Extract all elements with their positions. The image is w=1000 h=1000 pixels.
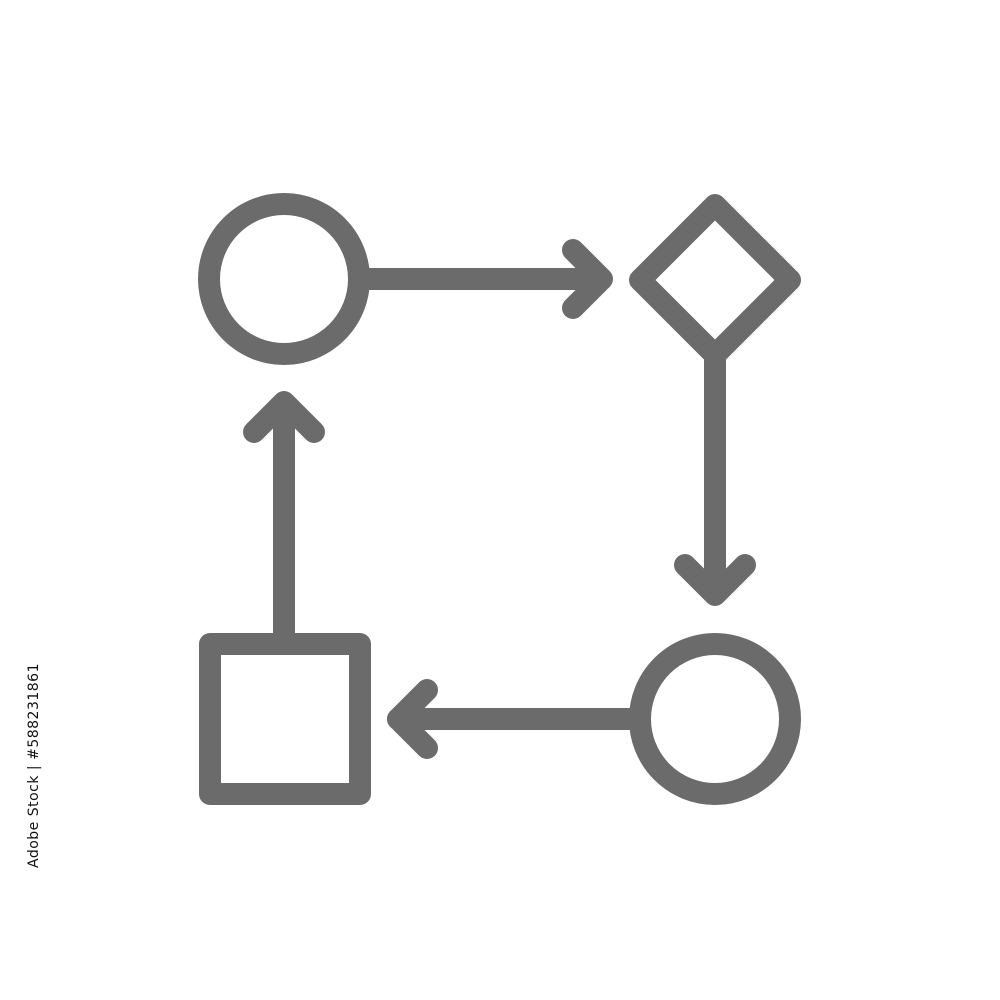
- arrow-process-to-start: [243, 391, 325, 655]
- stock-id-label: Adobe Stock | #588231861: [26, 663, 42, 868]
- arrow-end-to-process: [387, 679, 651, 759]
- decision-diamond-node: [629, 194, 801, 366]
- arrow-decision-to-end: [674, 344, 756, 606]
- arrow-start-to-decision: [349, 239, 613, 319]
- end-circle-node: [629, 633, 801, 805]
- start-circle-node: [198, 193, 370, 365]
- process-square-node: [199, 633, 371, 805]
